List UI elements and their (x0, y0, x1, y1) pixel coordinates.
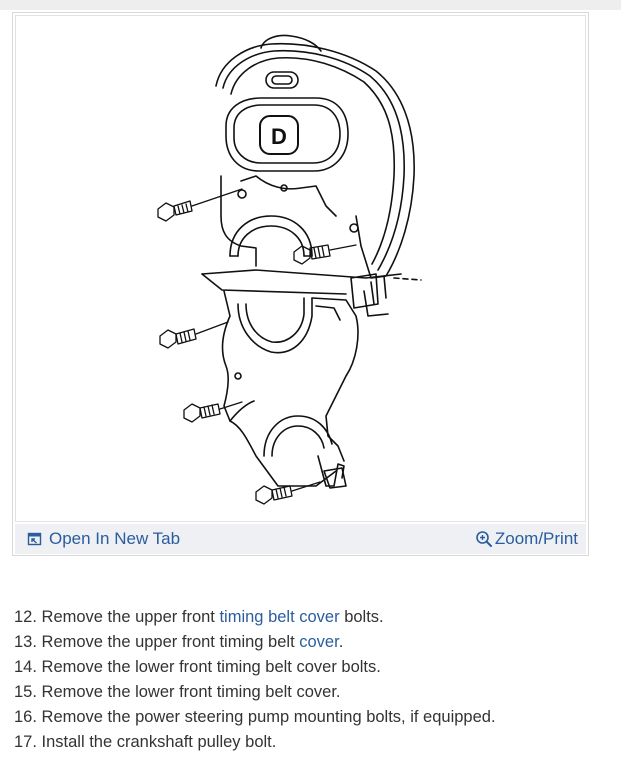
diagram-frame[interactable]: D (15, 15, 586, 522)
step-text: Remove the lower front timing belt cover… (41, 658, 381, 676)
step-item: 17. Install the crankshaft pulley bolt. (14, 730, 496, 755)
step-item: 13. Remove the upper front timing belt c… (14, 630, 496, 655)
step-text: Remove the upper front timing belt (41, 633, 300, 651)
zoom-in-icon (476, 531, 492, 547)
timing-belt-cover-diagram: D (157, 34, 422, 505)
top-strip (0, 0, 621, 10)
cover-link[interactable]: cover (299, 633, 339, 651)
step-number: 16. (14, 708, 37, 726)
step-item: 16. Remove the power steering pump mount… (14, 705, 496, 730)
step-number: 17. (14, 733, 37, 751)
step-text-end: . (338, 633, 344, 651)
diagram-label-d: D (271, 124, 287, 149)
step-number: 12. (14, 608, 37, 626)
zoom-print-label: Zoom/Print (494, 529, 578, 548)
step-number: 13. (14, 633, 37, 651)
procedure-steps: 12. Remove the upper front timing belt c… (14, 605, 496, 755)
step-number: 15. (14, 683, 37, 701)
step-number: 14. (14, 658, 37, 676)
open-new-tab-icon (27, 532, 42, 546)
step-item: 12. Remove the upper front timing belt c… (14, 605, 496, 630)
open-in-new-tab-link[interactable]: Open In New Tab (27, 524, 180, 554)
timing-belt-cover-link[interactable]: timing belt cover (219, 608, 340, 626)
step-text-end: bolts. (339, 608, 384, 626)
open-in-new-tab-label: Open In New Tab (49, 529, 181, 548)
step-text: Remove the lower front timing belt cover… (41, 683, 341, 701)
figure-action-bar: Open In New Tab Zoom/Print (15, 524, 586, 554)
step-item: 14. Remove the lower front timing belt c… (14, 655, 496, 680)
step-text: Remove the upper front (41, 608, 220, 626)
step-item: 15. Remove the lower front timing belt c… (14, 680, 496, 705)
figure-card: D (12, 12, 589, 556)
zoom-print-link[interactable]: Zoom/Print (475, 524, 578, 554)
step-text: Install the crankshaft pulley bolt. (41, 733, 277, 751)
step-text: Remove the power steering pump mounting … (41, 708, 496, 726)
